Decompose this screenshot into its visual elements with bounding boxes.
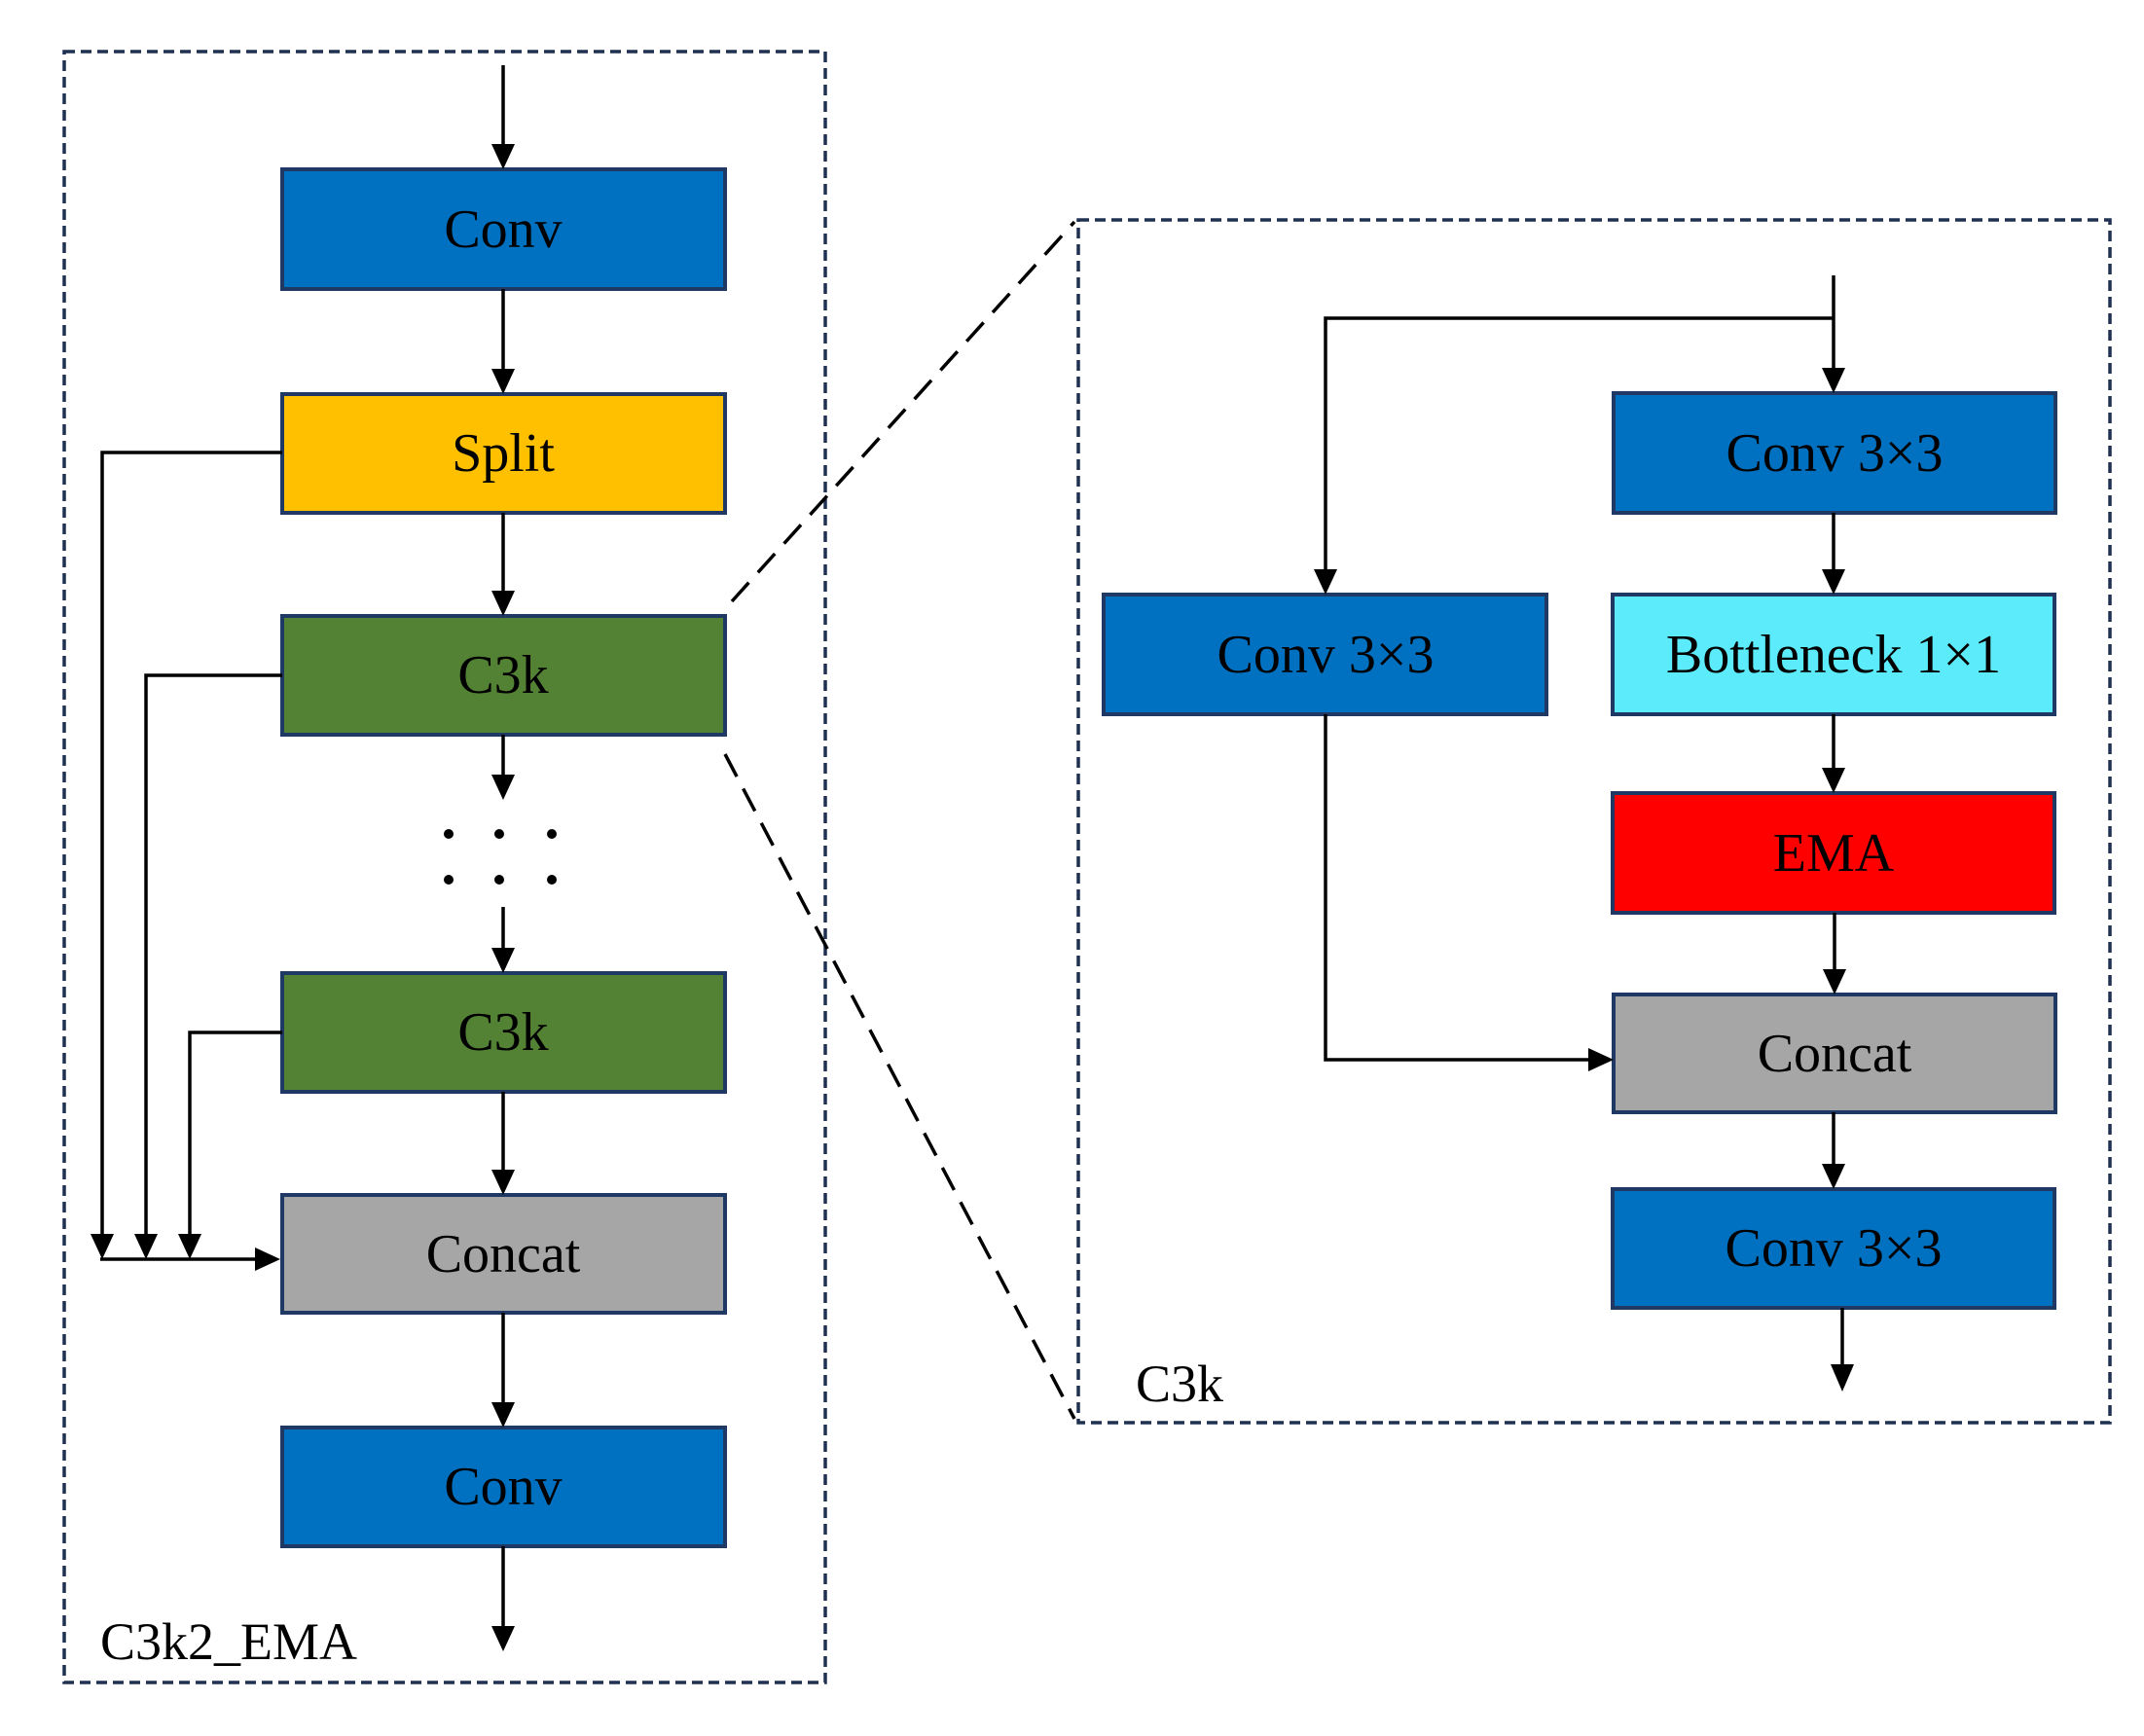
arrowhead-concat <box>491 1170 515 1195</box>
left-split-label: Split <box>452 423 555 484</box>
arrowhead-c3k-n <box>491 948 515 973</box>
left-c3k-1-label: C3k <box>457 645 548 705</box>
right-concat-rect <box>1612 993 2057 1114</box>
right-bottleneck-block[interactable]: Bottleneck 1×1 <box>1611 593 2056 716</box>
zoom-connector-top <box>730 220 1076 603</box>
right-conv-skip-label: Conv 3×3 <box>1217 625 1435 685</box>
right-concat-label: Concat <box>1758 1024 1912 1084</box>
right-conv-out-rect <box>1611 1187 2056 1310</box>
left-c3k-n-block[interactable]: C3k <box>280 971 727 1094</box>
arrowhead-ema <box>1822 768 1845 793</box>
arrowhead-branch-c3kn <box>178 1234 201 1259</box>
ellipsis-dot <box>547 829 557 839</box>
left-conv-in-label: Conv <box>444 199 562 260</box>
right-conv-out-block[interactable]: Conv 3×3 <box>1611 1187 2056 1310</box>
left-c3k-1-block[interactable]: C3k <box>280 614 727 737</box>
arrowhead-right-output <box>1831 1364 1854 1392</box>
right-conv-skip-block[interactable]: Conv 3×3 <box>1102 593 1548 716</box>
left-conv-in-block[interactable]: Conv <box>280 167 727 291</box>
right-ema-label: EMA <box>1773 823 1895 884</box>
branch-c3kn-to-concat <box>188 1031 282 1236</box>
right-ema-rect <box>1611 791 2056 915</box>
arrowhead-split <box>491 369 515 394</box>
left-split-block[interactable]: Split <box>280 392 727 515</box>
left-conv-out-label: Conv <box>444 1457 562 1517</box>
right-skip-to-concat <box>1324 714 1590 1062</box>
branch-split-to-concat <box>100 451 282 1236</box>
ellipsis-dot <box>444 875 454 885</box>
left-c3k-n-rect <box>280 971 727 1094</box>
arrowhead-c3k-1 <box>491 591 515 616</box>
left-concat-block[interactable]: Concat <box>280 1193 727 1315</box>
right-concat-block[interactable]: Concat <box>1612 993 2057 1114</box>
right-conv-out-label: Conv 3×3 <box>1726 1218 1943 1279</box>
left-conv-in-rect <box>280 167 727 291</box>
arrowhead-conv-out <box>491 1402 515 1428</box>
arrowhead-right-concat <box>1823 969 1846 995</box>
arrowhead-right-conv-out <box>1822 1164 1845 1189</box>
arrowhead-ellipsis <box>491 775 515 800</box>
arrowhead-merge <box>255 1248 280 1271</box>
right-bottleneck-label: Bottleneck 1×1 <box>1666 625 2001 685</box>
right-bottleneck-rect <box>1611 593 2056 716</box>
ellipsis-dot <box>494 829 504 839</box>
arrowhead-right-conv-main <box>1822 368 1845 393</box>
ellipsis-dots <box>444 829 557 885</box>
zoom-connector-bottom <box>723 753 1076 1420</box>
right-conv-main-block[interactable]: Conv 3×3 <box>1612 391 2057 515</box>
arrowhead-branch-c3k1 <box>134 1234 158 1259</box>
left-c3k-n-label: C3k <box>457 1002 548 1063</box>
c3k-detail-frame <box>1076 218 2112 1425</box>
left-wires <box>91 65 515 1651</box>
left-conv-out-block[interactable]: Conv <box>280 1426 727 1548</box>
right-ema-block[interactable]: EMA <box>1611 791 2056 915</box>
branch-c3k1-to-concat <box>144 673 282 1236</box>
arrowhead-bottleneck <box>1822 569 1845 595</box>
left-concat-rect <box>280 1193 727 1315</box>
left-module-caption: C3k2_EMA <box>100 1612 357 1671</box>
c3k2-ema-frame <box>62 50 827 1684</box>
ellipsis-dot <box>494 875 504 885</box>
right-module-caption: C3k <box>1136 1355 1223 1413</box>
left-concat-label: Concat <box>426 1224 581 1284</box>
ellipsis-dot <box>444 829 454 839</box>
arrowhead-output <box>491 1626 515 1651</box>
right-wires <box>1314 275 1854 1392</box>
right-conv-main-label: Conv 3×3 <box>1726 423 1944 484</box>
left-conv-out-rect <box>280 1426 727 1548</box>
arrowhead-conv-in <box>491 144 515 169</box>
right-branch-to-skip-conv <box>1324 316 1834 571</box>
ellipsis-dot <box>547 875 557 885</box>
arrowhead-right-conv-skip <box>1314 569 1337 595</box>
arrowhead-skip-merge <box>1588 1048 1614 1071</box>
arrowhead-branch-split <box>91 1234 114 1259</box>
